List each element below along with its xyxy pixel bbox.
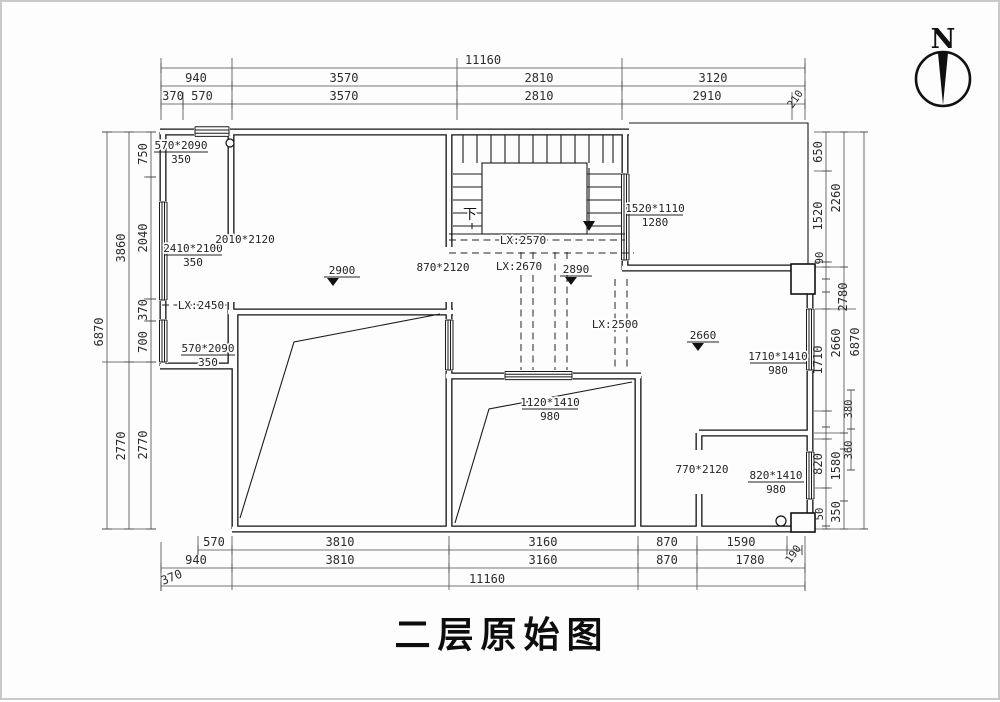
dim-top: 940 xyxy=(185,71,207,85)
beam-label: LX:2670 xyxy=(496,260,542,273)
opening-sill-label: 980 xyxy=(768,364,788,377)
stair-down-arrow-icon xyxy=(583,221,595,231)
door-label: 2010*2120 xyxy=(215,233,275,246)
dim-right: 360 xyxy=(843,441,855,460)
dim-bottom: 3810 xyxy=(326,535,355,549)
dim-left: 2770 xyxy=(136,431,150,460)
dim-top: 370 xyxy=(162,89,184,103)
door-label: 770*2120 xyxy=(676,463,729,476)
dim-top: 2810 xyxy=(525,71,554,85)
level-label: 2660 xyxy=(690,329,717,342)
dim-top: 210 xyxy=(785,88,806,110)
stair-down-label: 下 xyxy=(463,206,477,222)
level-mark-icon xyxy=(327,277,704,351)
dim-right: 2660 xyxy=(829,329,843,358)
dim-top: 3570 xyxy=(330,71,359,85)
windows xyxy=(158,126,815,500)
dim-bottom: 940 xyxy=(185,553,207,567)
page-title: 二层原始图 xyxy=(394,614,609,655)
ceiling-slope-lines xyxy=(239,313,633,524)
dim-left: 750 xyxy=(136,143,150,165)
dim-left: 2040 xyxy=(136,224,150,253)
pillars xyxy=(790,263,816,533)
dim-bottom: 1590 xyxy=(727,535,756,549)
dim-top: 3570 xyxy=(330,89,359,103)
opening-label: 570*2090 xyxy=(182,342,235,355)
dim-top: 3120 xyxy=(699,71,728,85)
dim-right: 1580 xyxy=(829,452,843,481)
dim-bottom: 370 xyxy=(159,567,184,588)
opening-sill-label: 980 xyxy=(766,483,786,496)
dim-bottom: 3160 xyxy=(529,553,558,567)
level-label: 2890 xyxy=(563,263,590,276)
dim-right: 350 xyxy=(829,501,843,523)
opening-label: 570*2090 xyxy=(155,139,208,152)
dim-bottom: 3810 xyxy=(326,553,355,567)
dim-right: 1520 xyxy=(811,202,825,231)
dimension-lines xyxy=(102,58,868,591)
dim-top: 570 xyxy=(191,89,213,103)
dim-right: 820 xyxy=(811,453,825,475)
opening-label: 820*1410 xyxy=(750,469,803,482)
opening-label: 1120*1410 xyxy=(520,396,580,409)
dim-right: 90 xyxy=(814,252,826,265)
door-label: 870*2120 xyxy=(417,261,470,274)
north-needle-icon xyxy=(938,53,948,105)
dim-left: 3860 xyxy=(114,234,128,263)
opening-sill-label: 980 xyxy=(540,410,560,423)
north-indicator: N xyxy=(914,24,972,108)
opening-label: 1520*1110 xyxy=(625,202,685,215)
beam-label: LX:2450 xyxy=(178,299,224,312)
dim-bottom: 870 xyxy=(656,535,678,549)
opening-sill-label: 1280 xyxy=(642,216,669,229)
dim-right: 380 xyxy=(843,400,855,419)
opening-label: 2410*2100 xyxy=(163,242,223,255)
beam-label: LX:2570 xyxy=(500,234,546,247)
opening-sill-label: 350 xyxy=(171,153,191,166)
opening-sill-label: 350 xyxy=(198,356,218,369)
fixture-circles xyxy=(225,138,787,527)
north-label: N xyxy=(931,24,956,55)
dim-right: 50 xyxy=(814,508,826,521)
label-underlines xyxy=(154,151,806,483)
dim-left: 370 xyxy=(136,299,150,321)
beam-label: LX:2500 xyxy=(592,318,638,331)
dim-right: 2260 xyxy=(829,184,843,213)
stairs xyxy=(449,135,625,235)
dim-left: 700 xyxy=(136,331,150,353)
dim-top: 2810 xyxy=(525,89,554,103)
level-label: 2900 xyxy=(329,264,356,277)
dim-top: 2910 xyxy=(693,89,722,103)
dim-top-total: 11160 xyxy=(465,53,501,67)
dim-left-total: 6870 xyxy=(92,318,106,347)
terrace-outline xyxy=(629,122,809,268)
dim-right: 2780 xyxy=(836,283,850,312)
opening-label: 1710*1410 xyxy=(748,350,808,363)
opening-sill-label: 350 xyxy=(183,256,203,269)
dim-bottom: 870 xyxy=(656,553,678,567)
dim-bottom: 190 xyxy=(783,543,804,565)
beam-lines xyxy=(162,239,634,370)
dim-bottom: 570 xyxy=(203,535,225,549)
dim-bottom: 1780 xyxy=(736,553,765,567)
dim-bottom: 3160 xyxy=(529,535,558,549)
walls xyxy=(159,128,814,533)
dim-bottom-total: 11160 xyxy=(469,572,505,586)
dim-right: 1710 xyxy=(811,346,825,375)
dim-right: 650 xyxy=(811,141,825,163)
dim-right-total: 6870 xyxy=(848,328,862,357)
dim-left: 2770 xyxy=(114,432,128,461)
